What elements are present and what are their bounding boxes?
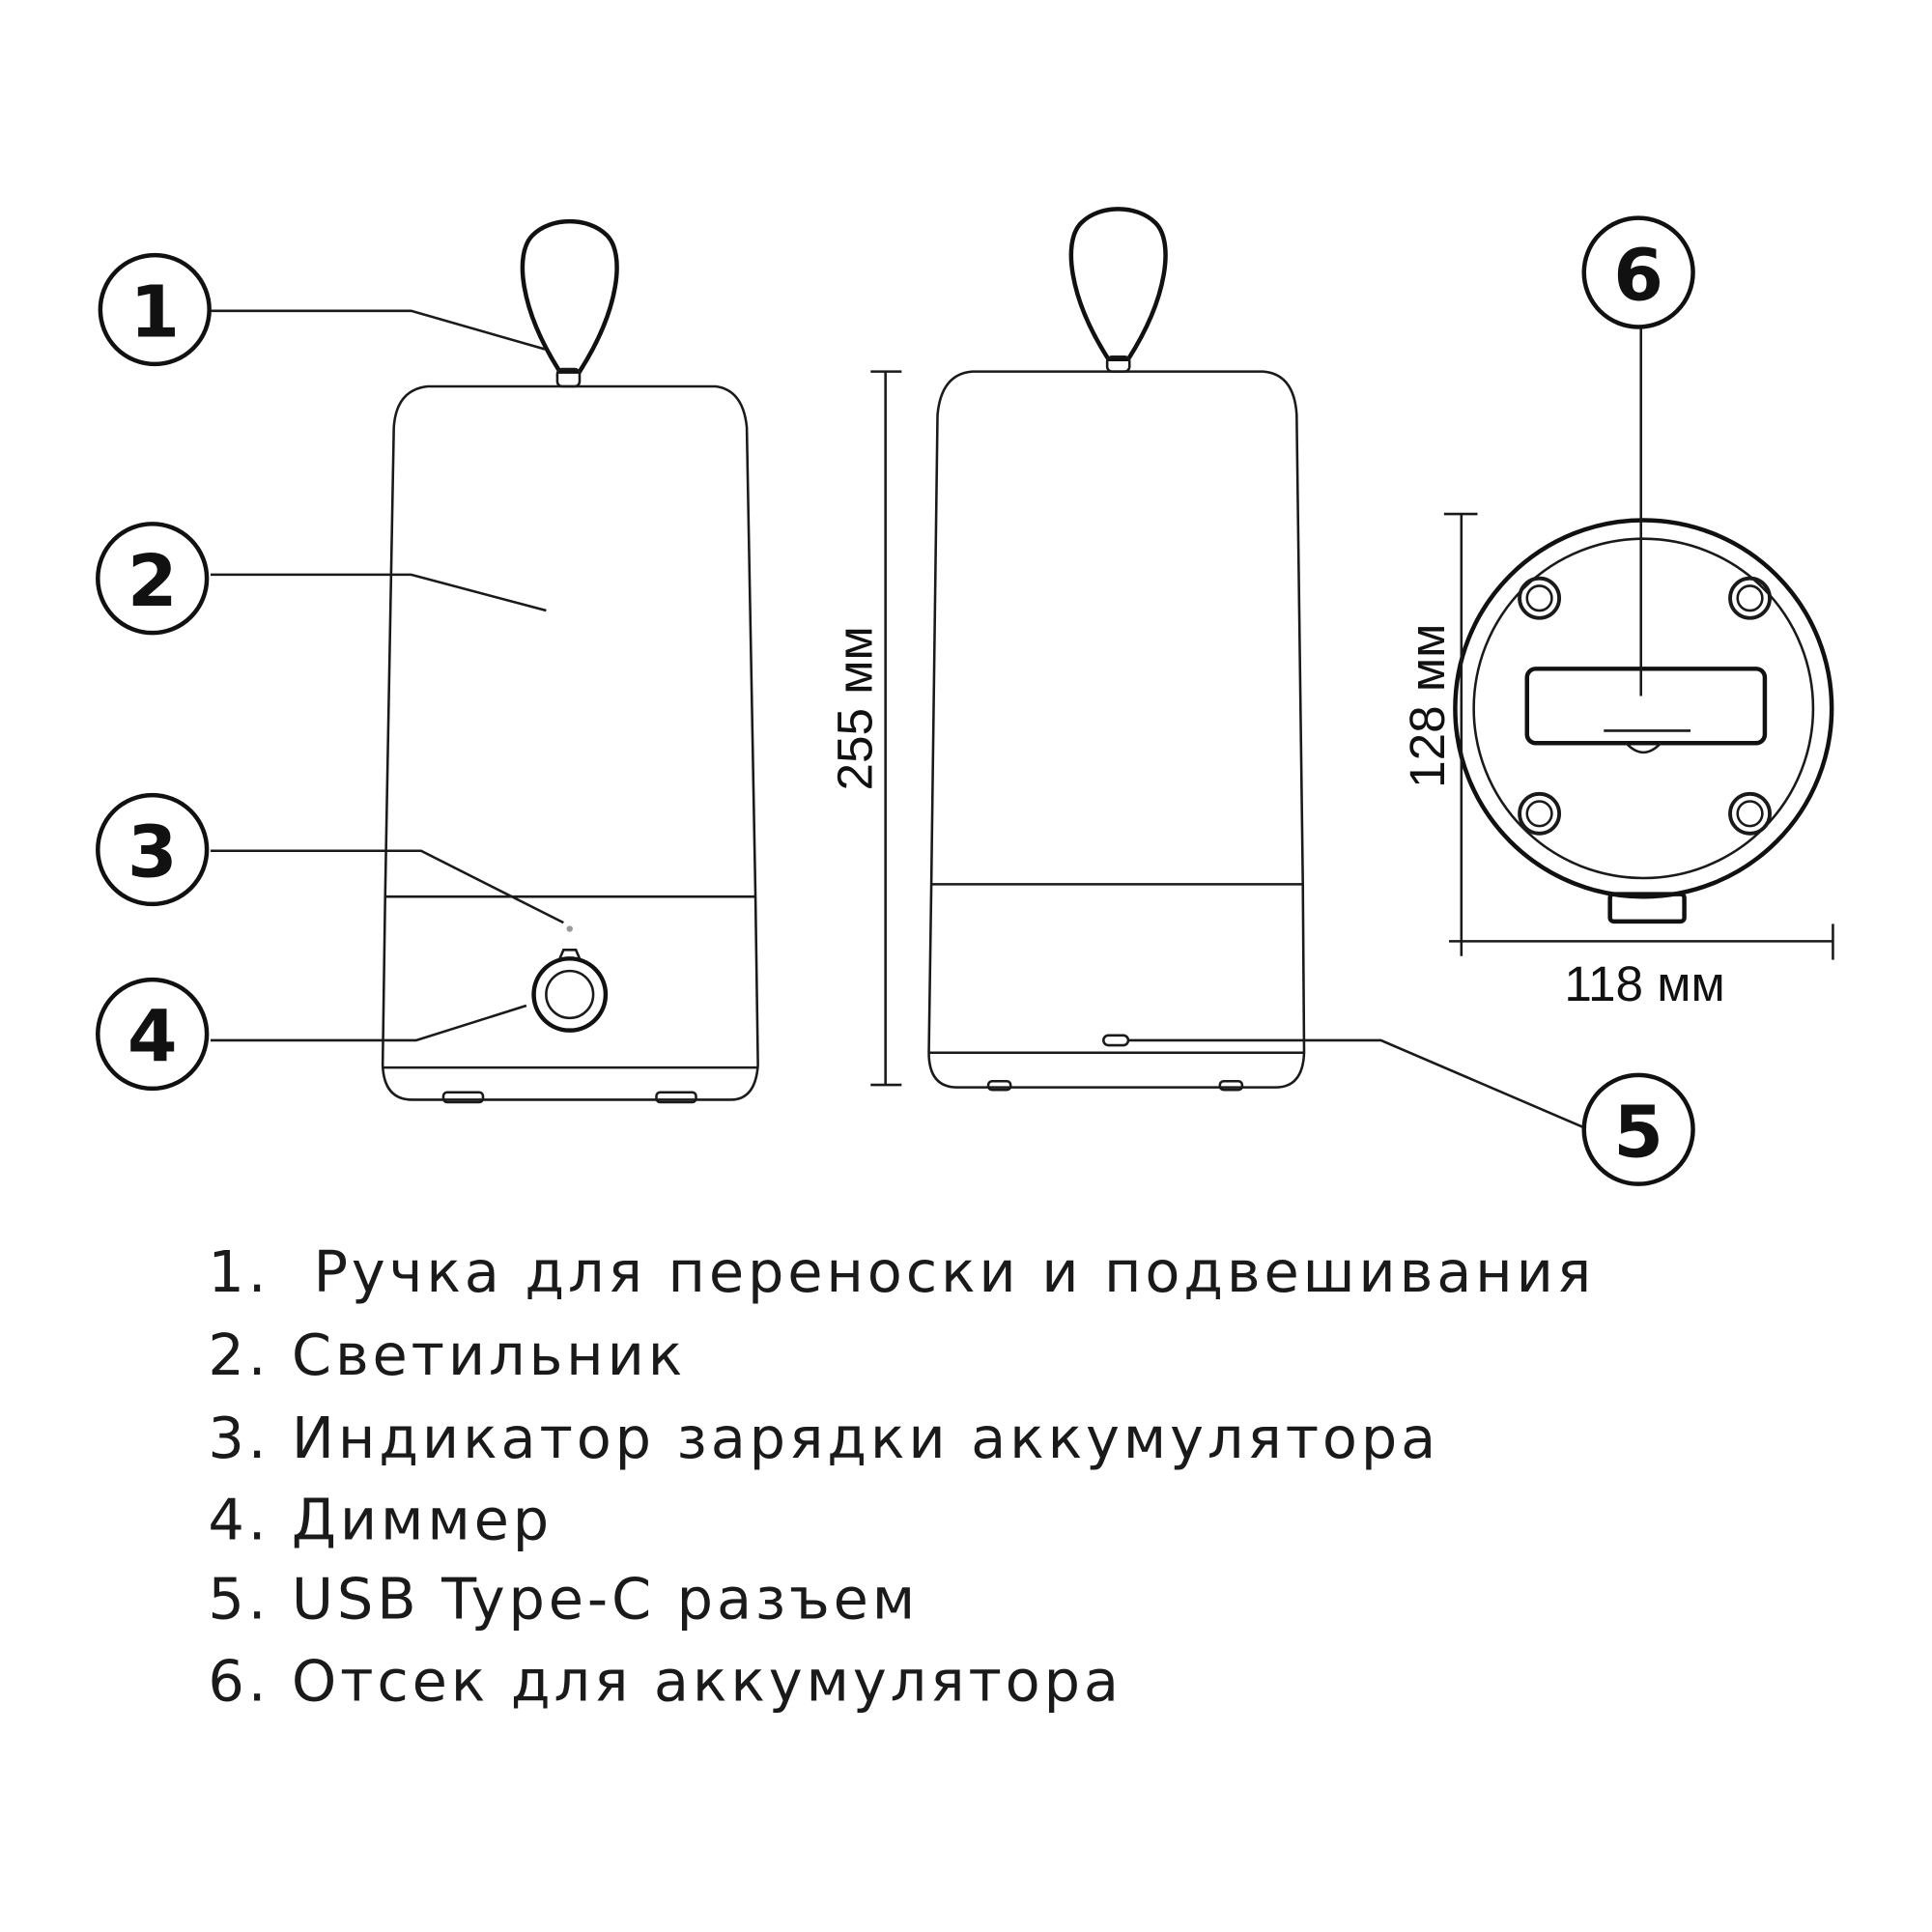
svg-text:255 мм: 255 мм: [828, 626, 883, 790]
svg-text:128 мм: 128 мм: [1400, 624, 1455, 788]
front-view: [381, 218, 759, 1104]
bottom-view: [1453, 518, 1834, 924]
charge-indicator: [566, 925, 573, 932]
svg-text:6: 6: [1613, 233, 1663, 317]
callout-5: 5: [1127, 1038, 1695, 1186]
legend-item: 1. Ручка для переноски и подвешивания: [208, 1238, 1595, 1305]
callout-6: 6: [1581, 215, 1695, 696]
svg-text:2: 2: [128, 539, 178, 623]
lamp-body: [381, 384, 759, 1101]
handle-loop: [1068, 207, 1168, 362]
legend-item: 4. Диммер: [208, 1487, 553, 1553]
svg-text:1: 1: [129, 270, 180, 355]
dimmer-knob: [531, 949, 609, 1033]
svg-text:3: 3: [128, 810, 178, 895]
svg-text:118 мм: 118 мм: [1564, 956, 1724, 1011]
handle-loop: [520, 218, 619, 374]
height-dimension: 255 мм: [828, 370, 902, 1087]
legend-item: 5. USB Type-C разъем: [208, 1566, 919, 1633]
legend-item: 6. Отсек для аккумулятора: [208, 1647, 1122, 1714]
svg-text:4: 4: [128, 995, 178, 1079]
usb-c-port: [1102, 1034, 1130, 1047]
callout-4: 4: [96, 977, 527, 1092]
legend-list: 1. Ручка для переноски и подвешивания 2.…: [208, 1238, 1595, 1714]
callout-3: 3: [96, 792, 564, 924]
svg-text:5: 5: [1613, 1090, 1663, 1174]
battery-compartment: [1524, 667, 1768, 746]
callout-2: 2: [96, 522, 547, 636]
legend-item: 3. Индикатор зарядки аккумулятора: [208, 1405, 1439, 1471]
back-view: [927, 207, 1306, 1092]
callout-1: 1: [98, 252, 546, 367]
diameter-dimensions: 128 мм 118 мм: [1400, 512, 1834, 1011]
legend-item: 2. Светильник: [208, 1321, 686, 1388]
